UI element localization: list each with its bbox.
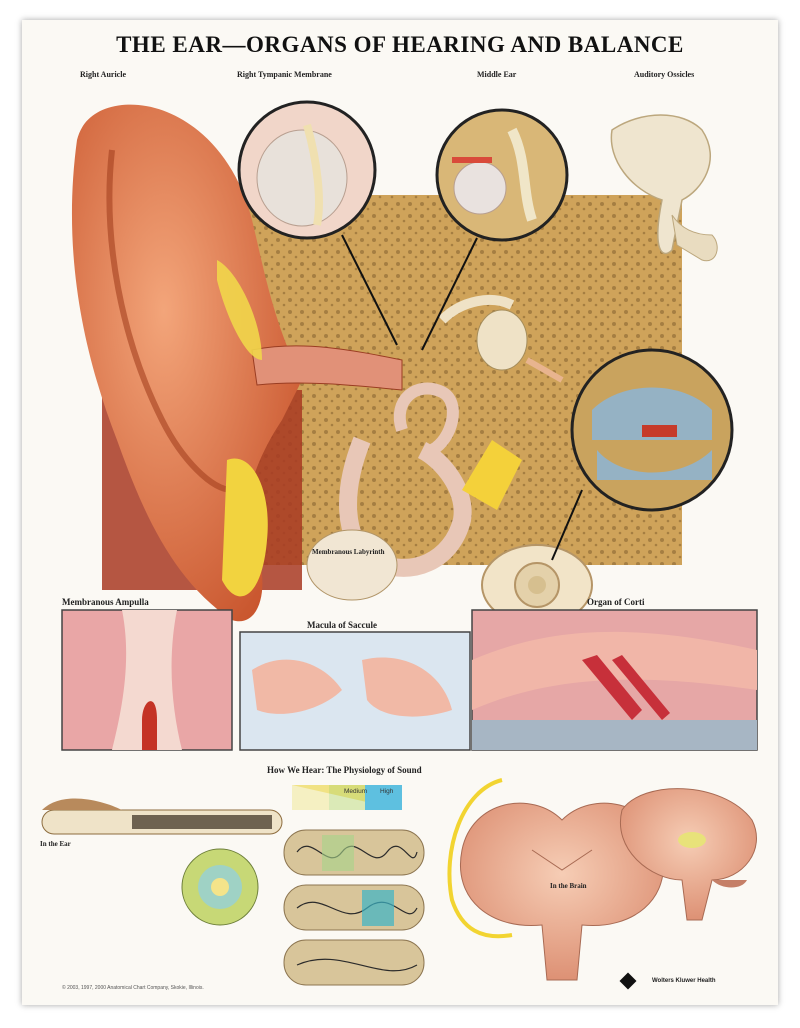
labyrinth-cochlea-illustration bbox=[306, 529, 398, 601]
inner-ear-labyrinth bbox=[339, 382, 593, 626]
ear-canal bbox=[251, 345, 403, 391]
publisher-logo-mark bbox=[619, 972, 637, 990]
frequency-scale bbox=[292, 785, 402, 810]
wave-label-high: High bbox=[380, 788, 394, 795]
label-how-we-hear: How We Hear: The Physiology of Sound bbox=[267, 765, 422, 775]
label-membranous-labyrinth: Membranous Labyrinth bbox=[312, 548, 385, 556]
header-auditory-ossicles: Auditory Ossicles bbox=[634, 70, 695, 79]
label-organ-of-corti: Organ of Corti bbox=[587, 597, 645, 607]
zoom-circle-tympanic bbox=[237, 100, 377, 240]
cochlear-cross-section-circle bbox=[181, 848, 259, 926]
header-right-tympanic-membrane: Right Tympanic Membrane bbox=[237, 70, 332, 79]
label-in-the-ear: In the Ear bbox=[40, 840, 71, 848]
label-macula-of-saccule: Macula of Saccule bbox=[307, 620, 377, 630]
fat-tissue bbox=[222, 458, 268, 597]
auditory-pathway bbox=[447, 778, 513, 939]
poster-title: THE EAR—ORGANS OF HEARING AND BALANCE bbox=[116, 32, 684, 57]
anatomy-illustration bbox=[41, 100, 758, 990]
auditory-ossicles-diagram bbox=[610, 114, 718, 262]
brain-lateral-view bbox=[620, 788, 757, 921]
sound-wave-tubes bbox=[283, 829, 425, 986]
wave-label-medium: Medium bbox=[344, 788, 368, 795]
zoom-circle-cochlea bbox=[570, 348, 734, 512]
zoom-circle-middle-ear bbox=[435, 108, 569, 242]
header-right-auricle: Right Auricle bbox=[80, 70, 126, 79]
label-in-the-brain: In the Brain bbox=[550, 882, 587, 890]
publisher-logo-text: Wolters Kluwer Health bbox=[652, 978, 716, 984]
ossicles-in-situ bbox=[438, 295, 564, 383]
anatomy-poster: THE EAR—ORGANS OF HEARING AND BALANCE Ri… bbox=[22, 20, 778, 1005]
cochlea-tube-diagram bbox=[41, 798, 283, 835]
copyright-footer: © 2003, 1997, 2000 Anatomical Chart Comp… bbox=[62, 985, 204, 991]
header-middle-ear: Middle Ear bbox=[477, 70, 517, 79]
label-membranous-ampulla: Membranous Ampulla bbox=[62, 597, 149, 607]
